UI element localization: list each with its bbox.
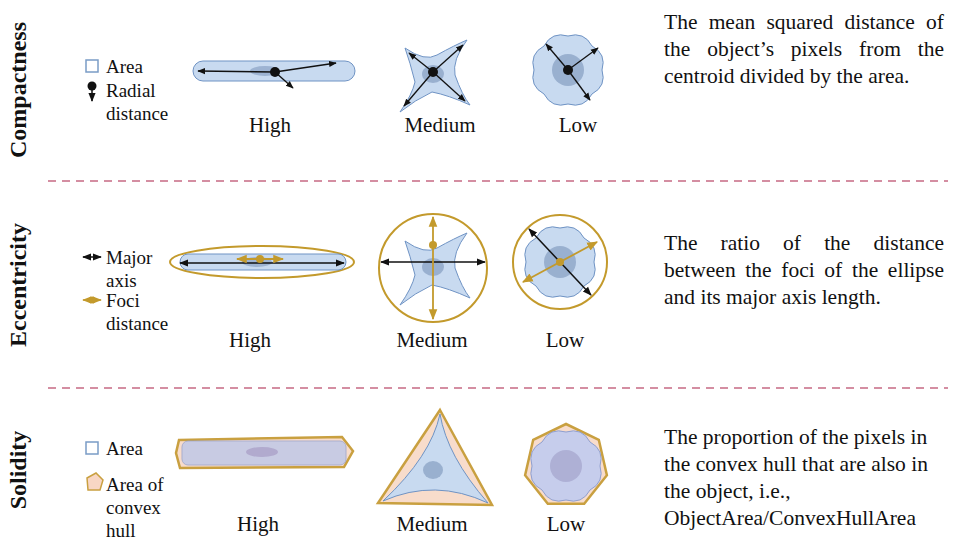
definition-text: The ratio of the distance between the fo… xyxy=(664,230,944,311)
legend-text: Area xyxy=(106,438,143,459)
foci-arrow xyxy=(523,242,597,282)
medium-compactness-cell xyxy=(400,40,470,112)
level-label: Medium xyxy=(396,328,467,352)
level-label: High xyxy=(229,328,271,352)
legend-text: Major axis xyxy=(106,247,152,291)
foci-dot xyxy=(256,255,264,263)
area-icon xyxy=(86,442,98,454)
radial-icon xyxy=(88,82,97,91)
cell-body xyxy=(400,40,470,112)
legend-entry: Foci distance xyxy=(106,289,178,335)
cell-body xyxy=(531,431,601,501)
row-separator xyxy=(48,387,948,389)
radial-arrow xyxy=(433,72,465,101)
radial-arrow xyxy=(568,48,598,70)
cell-nucleus xyxy=(552,54,584,86)
fitted-ellipse xyxy=(513,215,607,309)
convex-hull xyxy=(176,437,353,468)
major-axis-icon xyxy=(83,256,101,258)
legend-text: Area of convex hull xyxy=(106,474,164,541)
level-label: Low xyxy=(547,512,586,536)
legend-text: Radial distance xyxy=(106,80,168,124)
centroid-dot xyxy=(270,67,280,77)
cell-body xyxy=(400,233,470,305)
legend-entry: Area xyxy=(106,437,178,460)
legend-text: Area xyxy=(106,56,143,77)
radial-arrow xyxy=(568,70,590,100)
level-label: Medium xyxy=(404,113,475,137)
fitted-ellipse xyxy=(379,214,487,322)
medium-eccentricity-cell xyxy=(379,214,487,322)
fitted-ellipse xyxy=(170,246,354,278)
high-eccentricity-cell xyxy=(170,246,354,278)
radial-arrow xyxy=(198,71,275,72)
row-title: Solidity xyxy=(5,431,32,510)
medium-solidity-cell xyxy=(378,410,492,505)
foci-dot xyxy=(556,258,564,266)
high-compactness-cell xyxy=(193,61,355,88)
radial-icon xyxy=(91,90,93,101)
convex-hull xyxy=(378,410,492,505)
convex-hull xyxy=(525,424,607,504)
cell-body xyxy=(525,227,595,297)
centroid-dot xyxy=(428,67,438,77)
legend-entry: Area of convex hull xyxy=(106,473,178,542)
level-label: High xyxy=(237,512,279,536)
cell-body xyxy=(180,254,346,270)
cell-body xyxy=(193,61,355,81)
legend-entry: Radial distance xyxy=(106,79,178,125)
radial-arrow xyxy=(275,63,336,72)
cell-body xyxy=(533,35,603,105)
level-label: Low xyxy=(559,113,598,137)
row-title: Eccentricity xyxy=(5,223,32,347)
low-solidity-cell xyxy=(525,424,607,504)
low-eccentricity-cell xyxy=(513,215,607,309)
cell-body xyxy=(182,441,346,465)
low-compactness-cell xyxy=(533,35,603,105)
row-separator xyxy=(48,180,948,182)
convex-hull-icon xyxy=(87,473,103,490)
area-icon xyxy=(86,60,98,72)
foci-dot xyxy=(429,241,437,249)
definition-text: The proportion of the pixels in the conv… xyxy=(664,424,944,532)
cell-nucleus xyxy=(423,461,443,479)
foci-icon xyxy=(89,297,96,304)
radial-arrow xyxy=(404,72,433,106)
major-axis-arrow xyxy=(180,262,344,264)
definition-text: The mean squared distance of the object’… xyxy=(664,9,944,90)
radial-arrow xyxy=(546,44,568,70)
centroid-dot xyxy=(563,65,573,75)
cell-nucleus xyxy=(550,450,582,482)
foci-arrow xyxy=(432,217,434,319)
high-solidity-cell xyxy=(176,437,353,468)
legend-text: Foci distance xyxy=(106,290,168,334)
major-axis-arrow xyxy=(529,229,591,295)
row-title: Compactness xyxy=(5,22,32,158)
level-label: Medium xyxy=(396,512,467,536)
legend-entry: Area xyxy=(106,55,178,78)
legend-entry: Major axis xyxy=(106,246,178,292)
cell-body xyxy=(383,414,488,503)
level-label: Low xyxy=(546,328,585,352)
cell-nucleus xyxy=(246,447,278,457)
cell-nucleus xyxy=(250,66,280,76)
level-label: High xyxy=(249,113,291,137)
radial-arrow xyxy=(433,45,463,72)
